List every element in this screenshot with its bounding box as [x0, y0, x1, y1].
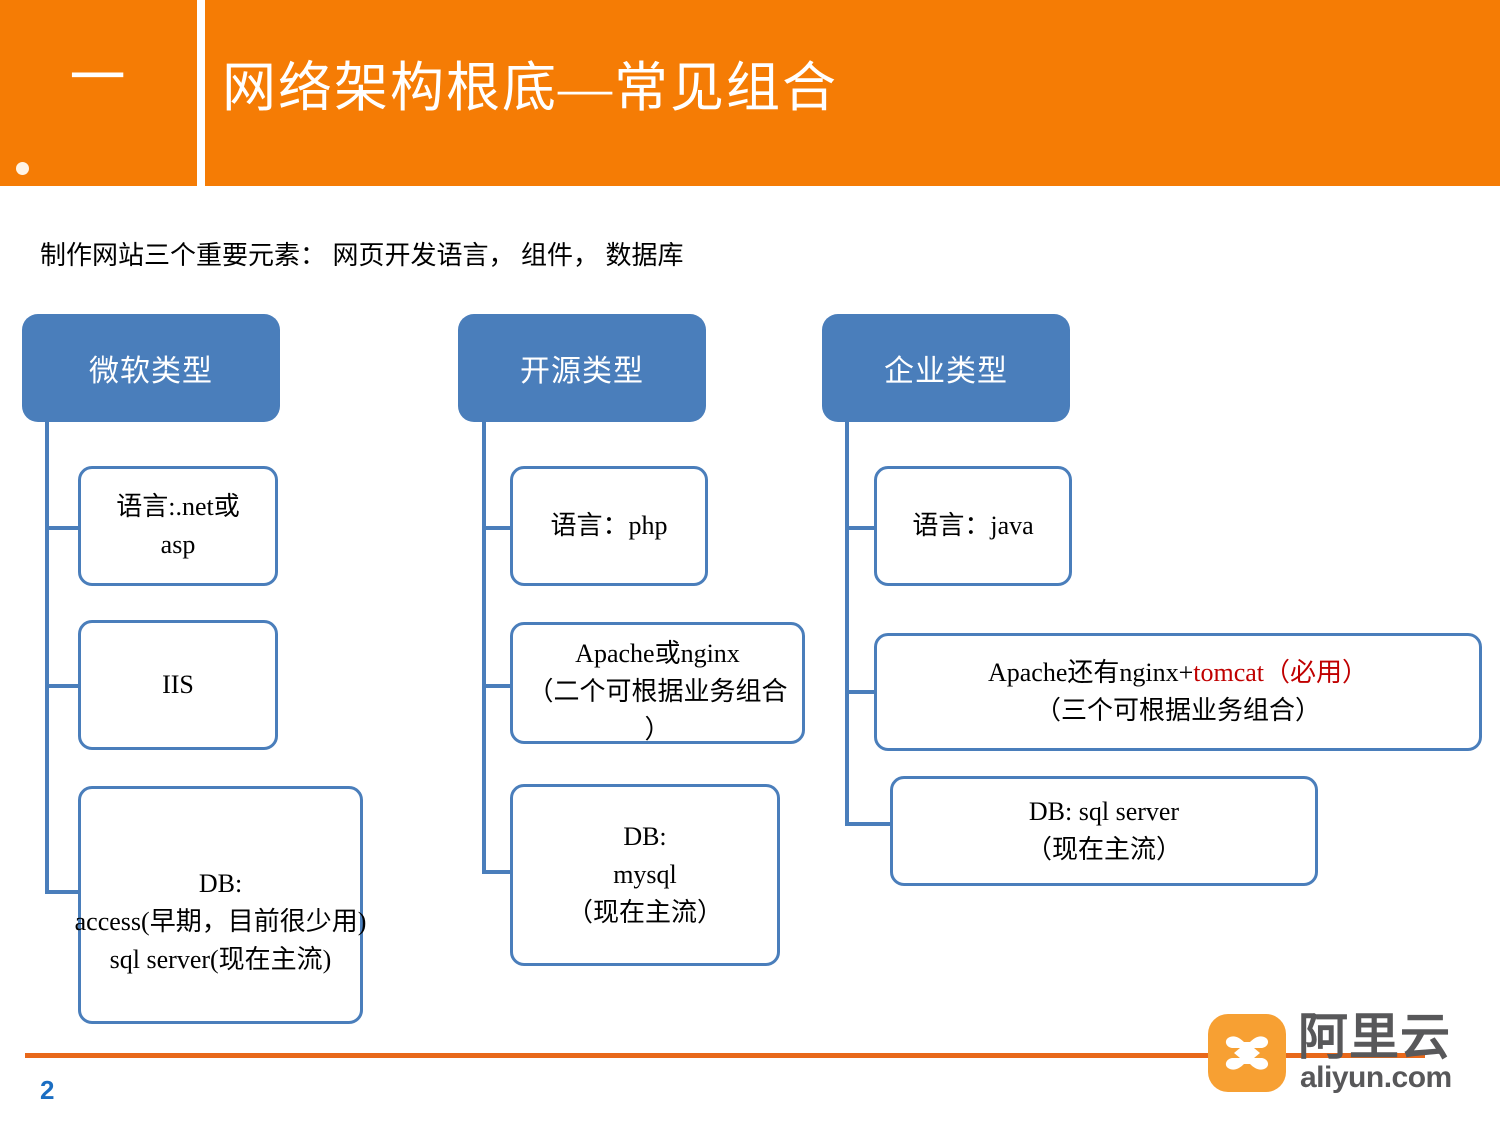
aliyun-logo-name-en: aliyun.com [1300, 1061, 1452, 1094]
connector-stem-opensource [482, 422, 486, 874]
node-label-part-highlight: tomcat（必用） [1193, 658, 1369, 687]
column-header-label: 微软类型 [89, 355, 213, 388]
node-label-multipart: Apache还有nginx+tomcat（必用） （三个可根据业务组合） [988, 654, 1368, 730]
connector-branch-microsoft-1 [45, 526, 80, 530]
node-label: DB: sql server （现在主流） [1025, 797, 1182, 864]
column-header-label: 开源类型 [520, 355, 644, 388]
column-header-microsoft[interactable]: 微软类型 [22, 314, 280, 422]
footer-divider [25, 1053, 1425, 1058]
column-header-label: 企业类型 [884, 355, 1008, 388]
node-label: IIS [162, 670, 194, 699]
header-title-band [205, 0, 1500, 186]
node-enterprise-language[interactable]: 语言：java [874, 466, 1072, 586]
column-header-enterprise[interactable]: 企业类型 [822, 314, 1070, 422]
node-opensource-server[interactable]: Apache或nginx （二个可根据业务组合 ） [510, 622, 805, 744]
node-opensource-language[interactable]: 语言：php [510, 466, 708, 586]
aliyun-logo-name-cn: 阿里云 [1298, 1009, 1451, 1065]
node-enterprise-server[interactable]: Apache还有nginx+tomcat（必用） （三个可根据业务组合） [874, 633, 1482, 751]
node-opensource-database[interactable]: DB: mysql （现在主流） [510, 784, 780, 966]
connector-branch-microsoft-2 [45, 684, 80, 688]
node-microsoft-language[interactable]: 语言:.net或 asp [78, 466, 278, 586]
connector-branch-microsoft-3 [45, 890, 80, 894]
node-label-part-line2: （三个可根据业务组合） [1034, 696, 1321, 725]
node-microsoft-database[interactable]: DB: access(早期，目前很少用) sql server(现在主流) [75, 786, 366, 1024]
connector-stem-enterprise [845, 422, 849, 826]
connector-stem-microsoft [45, 422, 49, 894]
aliyun-logo: 阿里云 aliyun.com [1208, 1010, 1498, 1096]
connector-branch-opensource-3 [482, 870, 514, 874]
header-left-block [0, 0, 197, 186]
node-enterprise-database[interactable]: DB: sql server （现在主流） [890, 776, 1318, 886]
node-label: 语言：java [912, 511, 1034, 540]
connector-branch-enterprise-1 [845, 526, 878, 530]
node-label-part-plain: Apache还有nginx+ [987, 658, 1194, 687]
page-number: 2 [40, 1075, 55, 1105]
node-microsoft-server[interactable]: IIS [78, 620, 278, 750]
node-label: 语言：php [550, 511, 668, 540]
connector-branch-opensource-2 [482, 684, 514, 688]
column-header-opensource[interactable]: 开源类型 [458, 314, 706, 422]
connector-branch-enterprise-3 [845, 822, 893, 826]
bullet-dot-icon [16, 162, 29, 175]
page-title: 网络架构根底—常见组合 [222, 58, 838, 118]
node-label: DB: access(早期，目前很少用) sql server(现在主流) [74, 869, 367, 974]
connector-branch-enterprise-2 [845, 690, 878, 694]
node-label: 语言:.net或 asp [116, 492, 240, 559]
node-label: Apache或nginx （二个可根据业务组合 ） [527, 639, 788, 744]
aliyun-cloud-icon [1208, 1014, 1286, 1092]
subtitle-text: 制作网站三个重要元素： 网页开发语言， 组件， 数据库 [40, 241, 684, 270]
connector-branch-opensource-1 [482, 526, 514, 530]
node-label: DB: mysql （现在主流） [566, 822, 723, 927]
section-index: 一 [69, 48, 128, 110]
